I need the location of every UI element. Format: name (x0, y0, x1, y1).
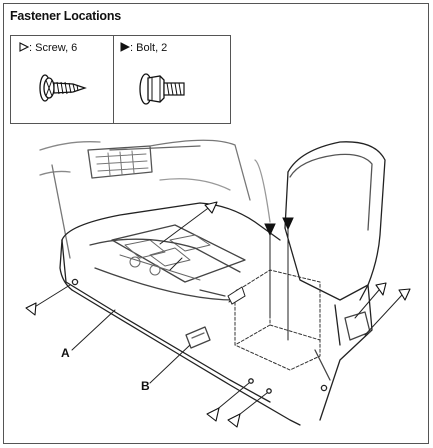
legend-screw-text: : Screw, 6 (29, 42, 78, 54)
legend-bolt-label: : Bolt, 2 (120, 42, 167, 54)
callout-b: B (141, 379, 150, 393)
filled-triangle-icon (120, 42, 131, 52)
callout-a: A (61, 346, 70, 360)
legend-bolt: : Bolt, 2 (114, 36, 231, 124)
legend-bolt-text: : Bolt, 2 (130, 42, 168, 54)
legend-screw-label: : Screw, 6 (19, 42, 77, 54)
screw-marker-2 (204, 201, 218, 214)
screw-marker-4 (227, 413, 241, 428)
screw-marker-6 (398, 288, 411, 301)
screw-marker-1 (25, 302, 37, 316)
bolt-marker-2 (264, 223, 276, 237)
legend-screw: : Screw, 6 (11, 36, 113, 124)
screw-marker-5 (375, 282, 387, 296)
screw-icon (39, 74, 87, 102)
open-triangle-icon (19, 42, 30, 52)
diagram-frame (3, 3, 429, 444)
fastener-legend: : Screw, 6 : Bolt, 2 (10, 35, 231, 124)
screw-marker-3 (206, 407, 220, 422)
bolt-icon (139, 73, 185, 105)
bolt-marker-1 (282, 217, 294, 231)
legend-divider (113, 36, 114, 124)
page-title: Fastener Locations (10, 9, 122, 23)
